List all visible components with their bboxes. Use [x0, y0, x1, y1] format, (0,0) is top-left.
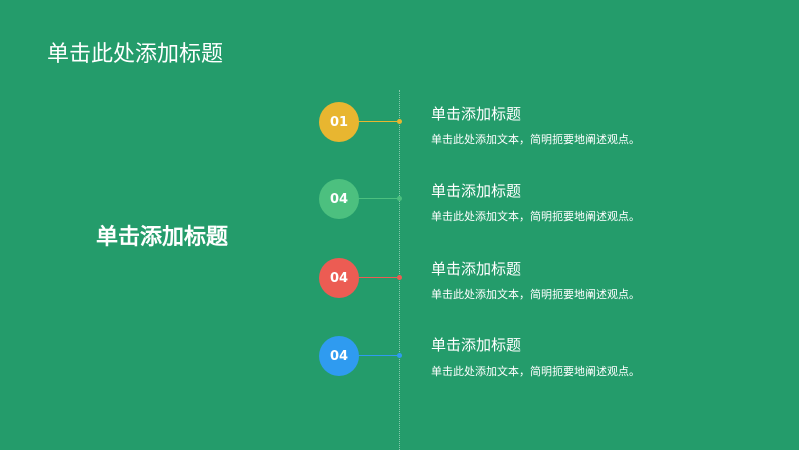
item-title[interactable]: 单击添加标题: [431, 182, 522, 200]
item-title[interactable]: 单击添加标题: [431, 260, 522, 278]
item-description[interactable]: 单击此处添加文本，简明扼要地阐述观点。: [431, 133, 640, 146]
section-title[interactable]: 单击添加标题: [96, 225, 229, 250]
connector-line: [358, 277, 399, 278]
timeline-line: [399, 90, 400, 450]
timeline-dot: [397, 353, 402, 358]
timeline-item-4: 04 单击添加标题 单击此处添加文本，简明扼要地阐述观点。: [0, 326, 799, 386]
number-badge: 04: [319, 336, 359, 376]
connector-line: [358, 198, 399, 199]
item-title[interactable]: 单击添加标题: [431, 105, 522, 123]
item-description[interactable]: 单击此处添加文本，简明扼要地阐述观点。: [431, 288, 640, 301]
connector-line: [358, 121, 399, 122]
timeline-dot: [397, 275, 402, 280]
timeline-item-1: 01 单击添加标题 单击此处添加文本，简明扼要地阐述观点。: [0, 92, 799, 152]
timeline-item-3: 04 单击添加标题 单击此处添加文本，简明扼要地阐述观点。: [0, 248, 799, 308]
badge-number: 04: [329, 348, 349, 364]
item-description[interactable]: 单击此处添加文本，简明扼要地阐述观点。: [431, 365, 640, 378]
connector-line: [358, 355, 399, 356]
badge-number: 01: [329, 114, 349, 130]
timeline-dot: [397, 196, 402, 201]
number-badge: 04: [319, 179, 359, 219]
badge-number: 04: [329, 191, 349, 207]
number-badge: 01: [319, 102, 359, 142]
page-title[interactable]: 单击此处添加标题: [47, 42, 224, 67]
timeline-dot: [397, 119, 402, 124]
badge-number: 04: [329, 270, 349, 286]
item-title[interactable]: 单击添加标题: [431, 336, 522, 354]
item-description[interactable]: 单击此处添加文本，简明扼要地阐述观点。: [431, 210, 640, 223]
number-badge: 04: [319, 258, 359, 298]
timeline-item-2: 04 单击添加标题 单击此处添加文本，简明扼要地阐述观点。: [0, 169, 799, 229]
